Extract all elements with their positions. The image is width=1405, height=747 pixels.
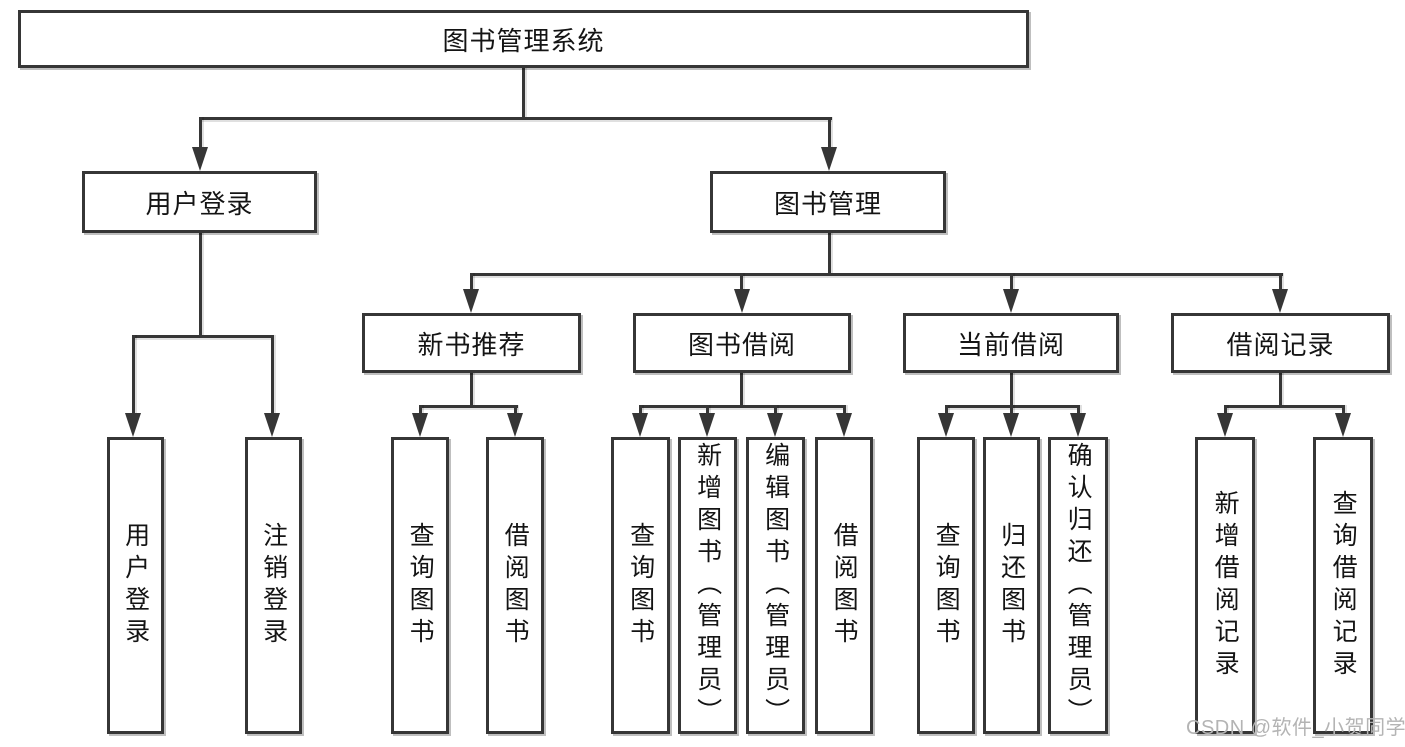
node-current-borrowing: 当前借阅 — [903, 313, 1119, 373]
connector-drop-logout-leaf — [271, 335, 274, 415]
connector-drop-cb-query — [945, 405, 948, 415]
leaf-bb-query-books: 查询图书 — [611, 437, 670, 734]
leaf-label: 新增借阅记录 — [1211, 489, 1240, 682]
connector-drop-cb-return — [1010, 405, 1013, 415]
arrowhead-book-borrow — [734, 289, 750, 313]
connector-new-books-stem — [470, 373, 473, 407]
leaf-label: 借阅图书 — [830, 521, 859, 650]
node-borrowing-records: 借阅记录 — [1171, 313, 1390, 373]
connector-drop-user-login — [199, 117, 202, 149]
connector-drop-nb-query — [419, 405, 422, 415]
arrowhead-cb-return — [1003, 413, 1019, 437]
leaf-bb-add-books-admin: 新增图书（管理员） — [678, 437, 737, 734]
leaf-user-login: 用户登录 — [107, 437, 164, 734]
leaf-label: 新增图书（管理员） — [693, 441, 722, 730]
leaf-nb-borrow-books: 借阅图书 — [486, 437, 544, 734]
connector-user-login-hbar — [132, 335, 274, 338]
connector-book-borrow-hbar — [639, 405, 846, 408]
connector-borrow-records-stem — [1279, 373, 1282, 407]
leaf-label: 查询图书 — [932, 521, 961, 650]
leaf-label: 注销登录 — [259, 521, 288, 650]
connector-borrow-records-hbar — [1224, 405, 1345, 408]
node-label: 用户登录 — [145, 188, 254, 219]
node-label: 借阅记录 — [1226, 329, 1335, 360]
arrowhead-br-add — [1217, 413, 1233, 437]
leaf-cb-confirm-return-admin: 确认归还（管理员） — [1048, 437, 1108, 734]
arrowhead-current-borrow — [1003, 289, 1019, 313]
node-library-management-system: 图书管理系统 — [18, 10, 1029, 68]
connector-drop-nb-borrow — [514, 405, 517, 415]
connector-drop-br-add — [1224, 405, 1227, 415]
leaf-bb-borrow-books: 借阅图书 — [815, 437, 873, 734]
arrowhead-bb-query — [632, 413, 648, 437]
node-new-book-recommend: 新书推荐 — [362, 313, 581, 373]
node-book-management: 图书管理 — [710, 171, 946, 233]
leaf-logout: 注销登录 — [245, 437, 302, 734]
node-label: 图书借阅 — [687, 329, 796, 360]
leaf-label: 查询借阅记录 — [1329, 489, 1358, 682]
connector-drop-book-borrow — [740, 273, 743, 291]
connector-drop-bb-borrow — [843, 405, 846, 415]
connector-book-mgmt-hbar — [470, 273, 1283, 276]
leaf-br-query-record: 查询借阅记录 — [1313, 437, 1373, 734]
connector-drop-login-leaf — [132, 335, 135, 415]
node-user-login: 用户登录 — [82, 171, 317, 233]
connector-book-mgmt-stem — [828, 233, 831, 275]
leaf-label: 编辑图书（管理员） — [761, 441, 790, 730]
connector-user-login-stem — [199, 233, 202, 337]
node-book-borrowing: 图书借阅 — [633, 313, 851, 373]
arrowhead-new-books — [463, 289, 479, 313]
leaf-bb-edit-books-admin: 编辑图书（管理员） — [746, 437, 805, 734]
arrowhead-user-login — [192, 147, 208, 171]
connector-new-books-hbar — [419, 405, 518, 408]
connector-root-stem — [522, 68, 525, 119]
leaf-label: 用户登录 — [121, 521, 150, 650]
connector-drop-bb-add — [706, 405, 709, 415]
node-label: 图书管理 — [773, 188, 882, 219]
node-label: 图书管理系统 — [442, 25, 605, 56]
arrowhead-borrow-records — [1272, 289, 1288, 313]
connector-drop-br-query — [1342, 405, 1345, 415]
node-label: 新书推荐 — [417, 329, 526, 360]
arrowhead-login-leaf — [125, 413, 141, 437]
connector-drop-current-borrow — [1010, 273, 1013, 291]
leaf-label: 查询图书 — [406, 521, 435, 650]
arrowhead-nb-borrow — [507, 413, 523, 437]
node-label: 当前借阅 — [956, 329, 1065, 360]
leaf-label: 借阅图书 — [501, 521, 530, 650]
connector-drop-borrow-records — [1279, 273, 1282, 291]
arrowhead-cb-confirm — [1070, 413, 1086, 437]
arrowhead-bb-borrow — [836, 413, 852, 437]
connector-drop-book-management — [828, 117, 831, 149]
leaf-label: 查询图书 — [626, 521, 655, 650]
arrowhead-br-query — [1335, 413, 1351, 437]
csdn-watermark: CSDN @软件_小贺同学 — [1186, 717, 1405, 739]
arrowhead-bb-add — [699, 413, 715, 437]
leaf-br-add-record: 新增借阅记录 — [1195, 437, 1255, 734]
arrowhead-logout-leaf — [264, 413, 280, 437]
leaf-cb-return-books: 归还图书 — [983, 437, 1040, 734]
connector-root-hbar — [199, 117, 832, 120]
connector-drop-cb-confirm — [1077, 405, 1080, 415]
arrowhead-cb-query — [938, 413, 954, 437]
leaf-nb-query-books: 查询图书 — [391, 437, 449, 734]
arrowhead-nb-query — [412, 413, 428, 437]
connector-drop-bb-query — [639, 405, 642, 415]
arrowhead-bb-edit — [767, 413, 783, 437]
leaf-cb-query-books: 查询图书 — [917, 437, 975, 734]
leaf-label: 确认归还（管理员） — [1064, 441, 1093, 730]
connector-drop-new-books — [470, 273, 473, 291]
leaf-label: 归还图书 — [997, 521, 1026, 650]
connector-book-borrow-stem — [740, 373, 743, 407]
arrowhead-book-management — [821, 147, 837, 171]
connector-current-borrow-stem — [1010, 373, 1013, 407]
connector-drop-bb-edit — [774, 405, 777, 415]
